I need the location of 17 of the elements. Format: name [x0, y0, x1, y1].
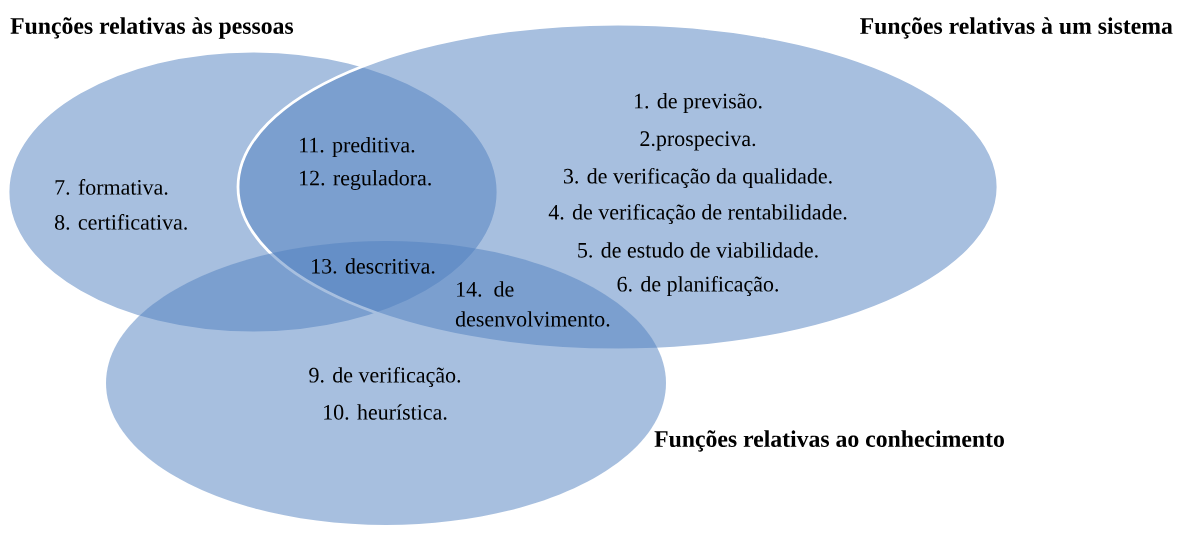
item-text: 5. de estudo de viabilidade. [578, 242, 818, 258]
item-text: 10. heurística. [324, 404, 447, 420]
item-text: 3. de verificação da qualidade. [563, 167, 832, 189]
heading: Funções relativas ao conhecimento [654, 430, 1004, 452]
heading: Funções relativas às pessoas [10, 17, 294, 39]
item-text: 9. de verificação. [309, 366, 461, 388]
heading: Funções relativas à um sistema [860, 17, 1173, 39]
item-text: 11. preditiva. [300, 137, 415, 157]
item-text: 14. de desenvolvimento. [455, 281, 610, 327]
item-text: 13. descritiva. [312, 258, 435, 274]
item-text: 7. formativa. [55, 179, 168, 195]
item-text: 1. de previsão. [635, 93, 762, 113]
item-text: 8. certificativa. [54, 214, 187, 230]
item-text: 4. de verificação de rentabilidade. [548, 203, 847, 225]
item-text: 2.prospeciva. [640, 131, 756, 151]
item-text: 12. reguladora. [300, 170, 431, 190]
item-text: 6. de planificação. [617, 275, 778, 297]
